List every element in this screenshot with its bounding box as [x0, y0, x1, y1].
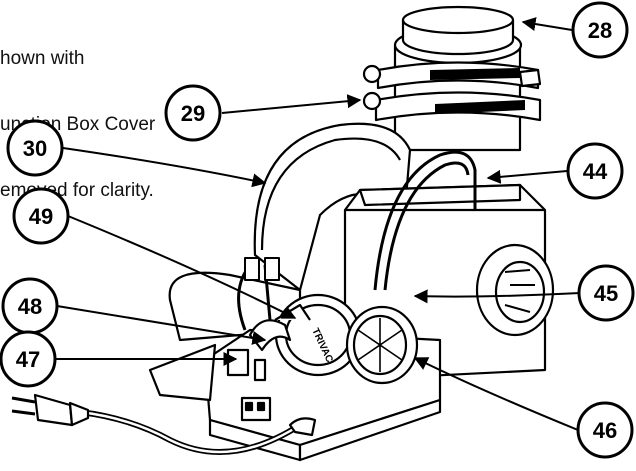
leader-45 — [413, 289, 581, 304]
leader-30 — [62, 147, 267, 188]
svg-text:46: 46 — [593, 418, 617, 443]
callout-28: 28 — [571, 1, 629, 59]
callout-46: 46 — [576, 401, 634, 459]
svg-text:47: 47 — [16, 347, 40, 372]
callout-29: 29 — [164, 84, 222, 142]
leader-lines — [55, 17, 581, 431]
leader-29 — [221, 94, 362, 114]
svg-text:48: 48 — [18, 294, 42, 319]
hose-clamps — [362, 61, 542, 122]
callout-30: 30 — [6, 119, 64, 177]
leader-28 — [521, 17, 573, 31]
leader-44 — [486, 169, 568, 184]
side-outlet — [475, 243, 555, 337]
svg-text:45: 45 — [594, 281, 618, 306]
power-cord — [11, 393, 317, 455]
callout-45: 45 — [577, 264, 635, 322]
svg-text:29: 29 — [181, 101, 205, 126]
callout-48: 48 — [1, 277, 59, 335]
pressure-tubing — [373, 150, 477, 291]
svg-text:30: 30 — [23, 136, 47, 161]
callout-47: 47 — [0, 330, 57, 388]
callout-49: 49 — [12, 187, 70, 245]
svg-text:44: 44 — [583, 159, 608, 184]
wiring — [237, 257, 280, 331]
note-line-1: hown with — [0, 48, 85, 69]
leader-46 — [413, 357, 579, 431]
leader-49 — [67, 215, 297, 319]
junction-connector — [240, 396, 272, 422]
pressure-switch-secondary — [345, 305, 419, 385]
svg-text:28: 28 — [588, 18, 612, 43]
callout-44: 44 — [566, 142, 624, 200]
inducer-assembly-drawing — [11, 5, 555, 462]
svg-text:49: 49 — [29, 204, 53, 229]
pressure-switch — [274, 293, 362, 377]
leader-48 — [56, 305, 267, 345]
